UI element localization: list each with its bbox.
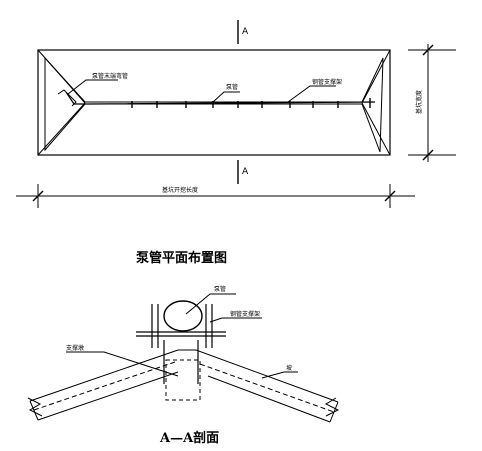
slope-line-br: [361, 102, 391, 156]
leader-pump-pipe: [212, 91, 240, 103]
right-slope-top: [178, 349, 339, 403]
label-section-steel-frame: 钢管支撑架: [230, 310, 260, 318]
slope-line-bl: [37, 102, 86, 156]
label-length-dim: 基坑开挖长度: [162, 186, 198, 194]
slope-line-tr: [361, 49, 391, 104]
pit-bottom-outline: [44, 57, 384, 153]
steel-frame-markers: [131, 98, 371, 108]
slope-line-tl: [37, 49, 86, 104]
support-pier: [165, 359, 201, 401]
section-view: 泵管 钢管支撑架 支撑墩 坡: [27, 285, 340, 423]
pump-pipe-elbow: [57, 89, 77, 107]
leader-support-pier: [66, 351, 179, 377]
plan-view: 泵管末端弯管 泵管 钢管支撑架 A A 基坑宽度 基坑开挖长度: [16, 20, 456, 208]
pump-pipe-run: [65, 91, 376, 105]
label-end-elbow: 泵管末端弯管: [92, 72, 128, 80]
leader-slope: [261, 371, 298, 379]
label-section-pump-pipe: 泵管: [214, 285, 226, 293]
left-slope-top: [29, 349, 196, 402]
pump-pipe-section: [163, 300, 203, 332]
steel-frame: [136, 304, 226, 384]
label-plan-steel-frame: 钢管支撑架: [312, 78, 342, 86]
left-slope-dash: [33, 360, 179, 411]
label-width-dim: 基坑宽度: [415, 90, 423, 114]
section-marker-top: A: [242, 27, 249, 37]
leader-section-steel-frame: [209, 317, 262, 323]
section-marker-bottom: A: [242, 167, 249, 177]
leader-section-pump-pipe: [185, 293, 236, 315]
label-plan-pump-pipe: 泵管: [226, 83, 238, 91]
label-support-pier: 支撑墩: [66, 344, 84, 352]
right-slope-dash: [199, 363, 335, 413]
label-slope: 坡: [286, 364, 292, 372]
right-slope-bottom: [207, 375, 331, 423]
left-slope-bottom: [37, 371, 179, 421]
pit-outline: [37, 49, 391, 156]
leader-steel-frame: [287, 85, 336, 103]
plan-title: 泵管平面布置图: [136, 250, 227, 266]
section-title: A—A剖面: [159, 430, 219, 446]
leader-end-elbow: [67, 79, 118, 95]
